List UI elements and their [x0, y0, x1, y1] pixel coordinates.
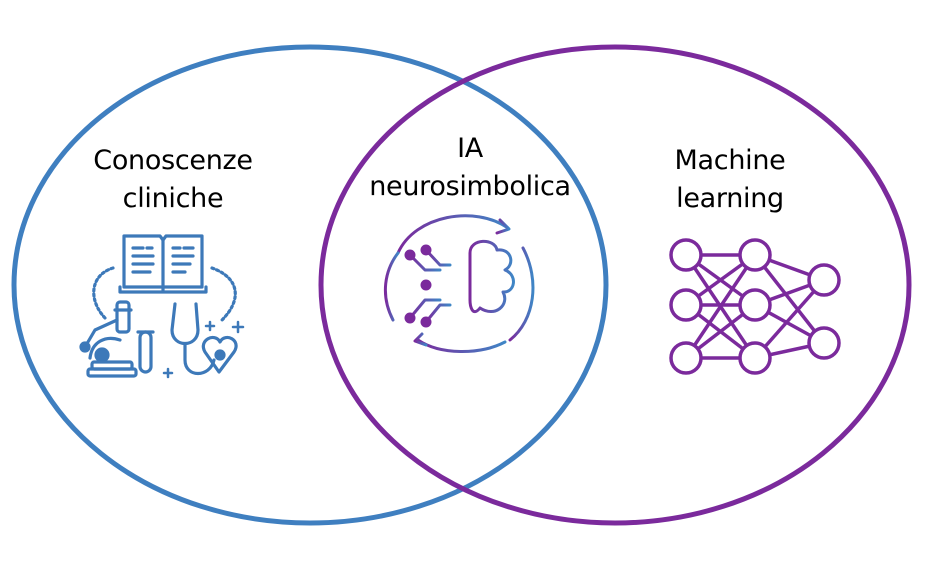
node — [669, 341, 703, 375]
stethoscope-icon — [170, 302, 238, 376]
brain-outline — [468, 239, 515, 314]
node — [738, 288, 772, 322]
node — [669, 238, 703, 272]
microscope-icon — [79, 300, 138, 378]
node — [807, 263, 841, 297]
label-line: Conoscenze — [93, 145, 253, 176]
label-line: IA — [457, 133, 483, 164]
neural-network-icon — [669, 238, 841, 375]
clinical-knowledge-label: Conoscenze cliniche — [73, 142, 273, 218]
cycle-arrow-left — [383, 251, 400, 322]
right-arc — [210, 266, 237, 322]
node — [807, 326, 841, 360]
label-line: cliniche — [122, 183, 224, 214]
node — [669, 288, 703, 322]
node — [738, 341, 772, 375]
book-icon — [118, 234, 208, 294]
node — [738, 238, 772, 272]
plus-icons — [162, 320, 245, 379]
cycle-arrow-right — [508, 246, 535, 342]
left-arc — [92, 266, 115, 320]
cycle-arrow-bottom — [416, 338, 507, 353]
neurosymbolic-ai-label: IA neurosimbolica — [355, 130, 585, 206]
network-nodes — [669, 238, 841, 375]
label-line: neurosimbolica — [369, 171, 571, 202]
neurosymbolic-brain-icon — [383, 214, 535, 353]
machine-learning-label: Machine learning — [640, 142, 820, 218]
test-tube-icon — [138, 330, 153, 374]
machine-learning-circle — [318, 44, 912, 526]
clinical-knowledge-circle — [11, 44, 609, 526]
clinical-knowledge-icon — [79, 234, 245, 379]
label-line: learning — [676, 183, 784, 214]
label-line: Machine — [674, 145, 786, 176]
cycle-arrow-top — [396, 214, 510, 255]
